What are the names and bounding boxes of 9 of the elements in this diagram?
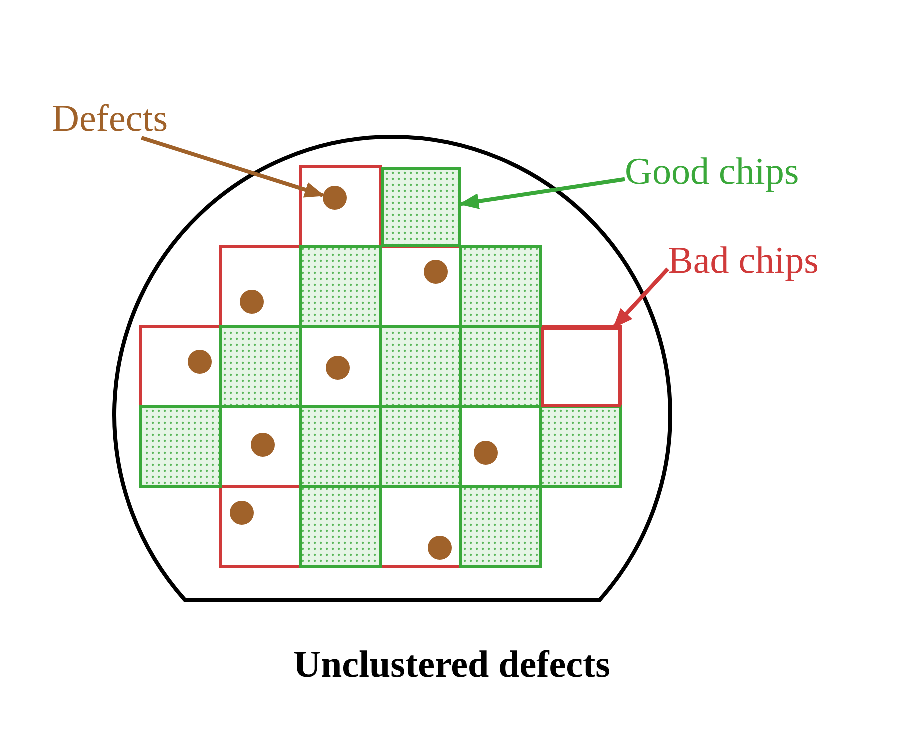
- leader-arrow: [141, 136, 325, 198]
- leader-arrow: [613, 268, 670, 328]
- bad-chip: [541, 327, 621, 407]
- leader-arrow: [459, 177, 626, 210]
- caption: Unclustered defects: [294, 643, 610, 687]
- good-chip: [381, 167, 461, 247]
- callout-label: Good chips: [625, 153, 800, 191]
- callout-label: Bad chips: [668, 242, 819, 280]
- callout-label: Defects: [52, 100, 168, 138]
